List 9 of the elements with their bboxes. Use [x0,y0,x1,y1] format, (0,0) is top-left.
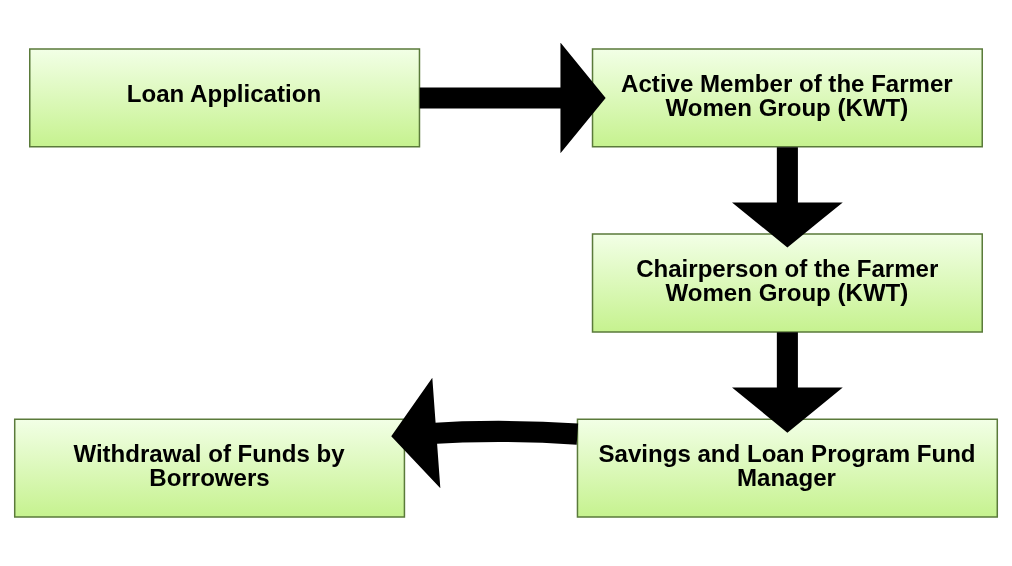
node-box: Loan Application [29,48,421,148]
arrow [419,43,606,154]
arrow [732,147,843,248]
node-box: Chairperson of the Farmer Women Group (KWT) [591,233,983,333]
node-box: Savings and Loan Program Fund Manager [576,418,999,518]
arrow [391,377,579,489]
arrow [732,332,843,433]
node-box: Active Member of the Farmer Women Group (KWT) [591,48,983,148]
node-box: Withdrawal of Funds by Borrowers [13,418,406,518]
